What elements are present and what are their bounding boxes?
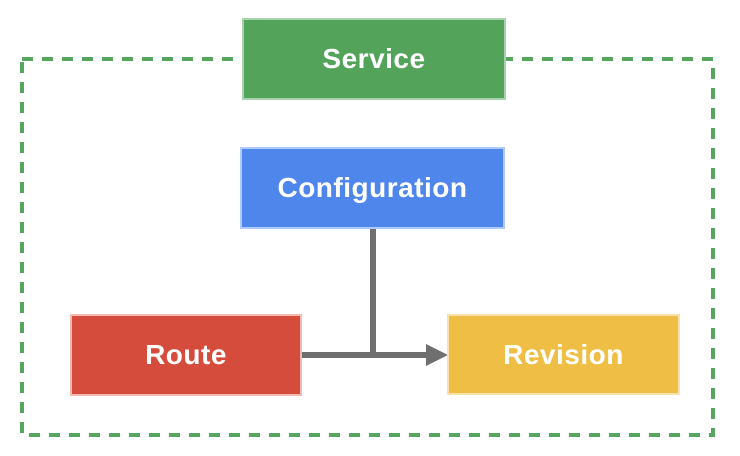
revision-node: Revision — [447, 314, 680, 395]
route-node: Route — [70, 314, 302, 396]
service-node: Service — [242, 18, 506, 100]
configuration-node-label: Configuration — [277, 172, 468, 203]
arrowhead-right-icon — [426, 344, 448, 366]
configuration-node: Configuration — [240, 147, 505, 229]
service-node-label: Service — [322, 43, 426, 74]
route-node-label: Route — [145, 339, 227, 370]
revision-node-label: Revision — [503, 338, 624, 370]
